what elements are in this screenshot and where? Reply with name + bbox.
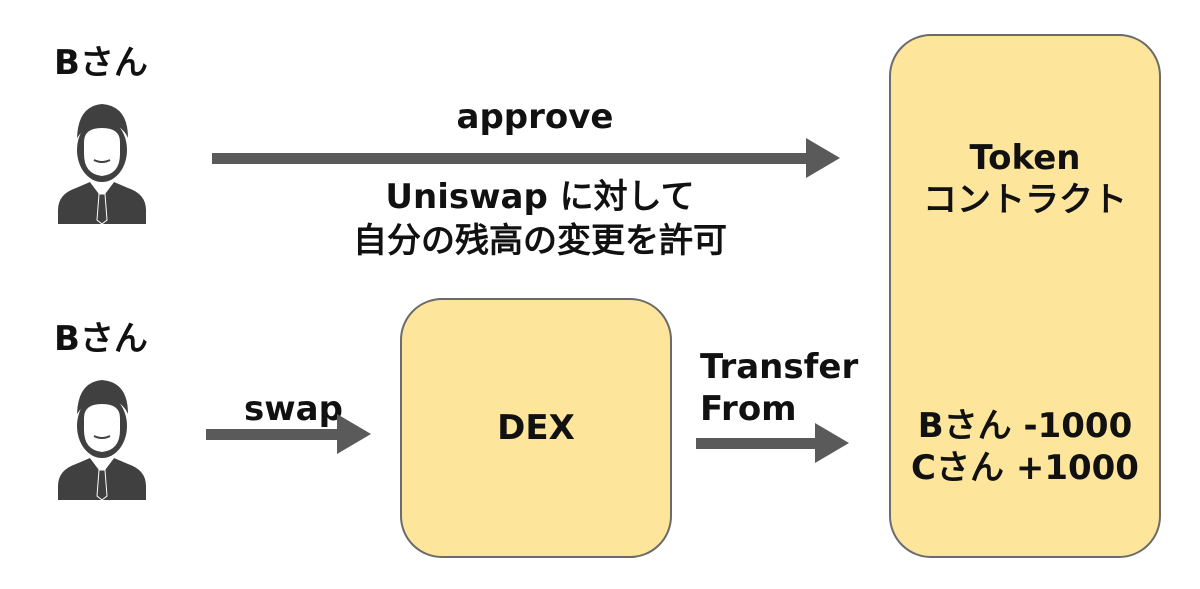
- swap-label: swap: [244, 389, 343, 429]
- approve-label: approve: [456, 97, 614, 137]
- person-icon: [58, 380, 146, 500]
- person-icon: [58, 104, 146, 224]
- transfer-label-line2: From: [700, 389, 797, 429]
- user-1-label: Bさん: [54, 43, 148, 83]
- approve-description-line2: 自分の残高の変更を許可: [353, 221, 727, 261]
- token-title-line2: コントラクト: [923, 180, 1127, 220]
- transfer-arrow-head: [815, 423, 849, 463]
- token-balance-line2: Cさん +1000: [911, 448, 1139, 488]
- transfer-arrow: [696, 438, 816, 449]
- token-contract-box: Token コントラクト Bさん -1000 Cさん +1000: [889, 34, 1161, 558]
- token-title-line1: Token: [969, 138, 1081, 178]
- approve-arrow: [212, 153, 807, 164]
- swap-arrow: [206, 429, 338, 440]
- transfer-label-line1: Transfer: [700, 347, 859, 387]
- approve-arrow-head: [806, 138, 840, 178]
- dex-label: DEX: [497, 408, 575, 448]
- dex-box: DEX: [400, 298, 672, 558]
- user-2-label: Bさん: [54, 319, 148, 359]
- swap-arrow-head: [337, 414, 371, 454]
- token-balance-line1: Bさん -1000: [917, 406, 1133, 446]
- approve-description-line1: Uniswap に対して: [385, 177, 695, 217]
